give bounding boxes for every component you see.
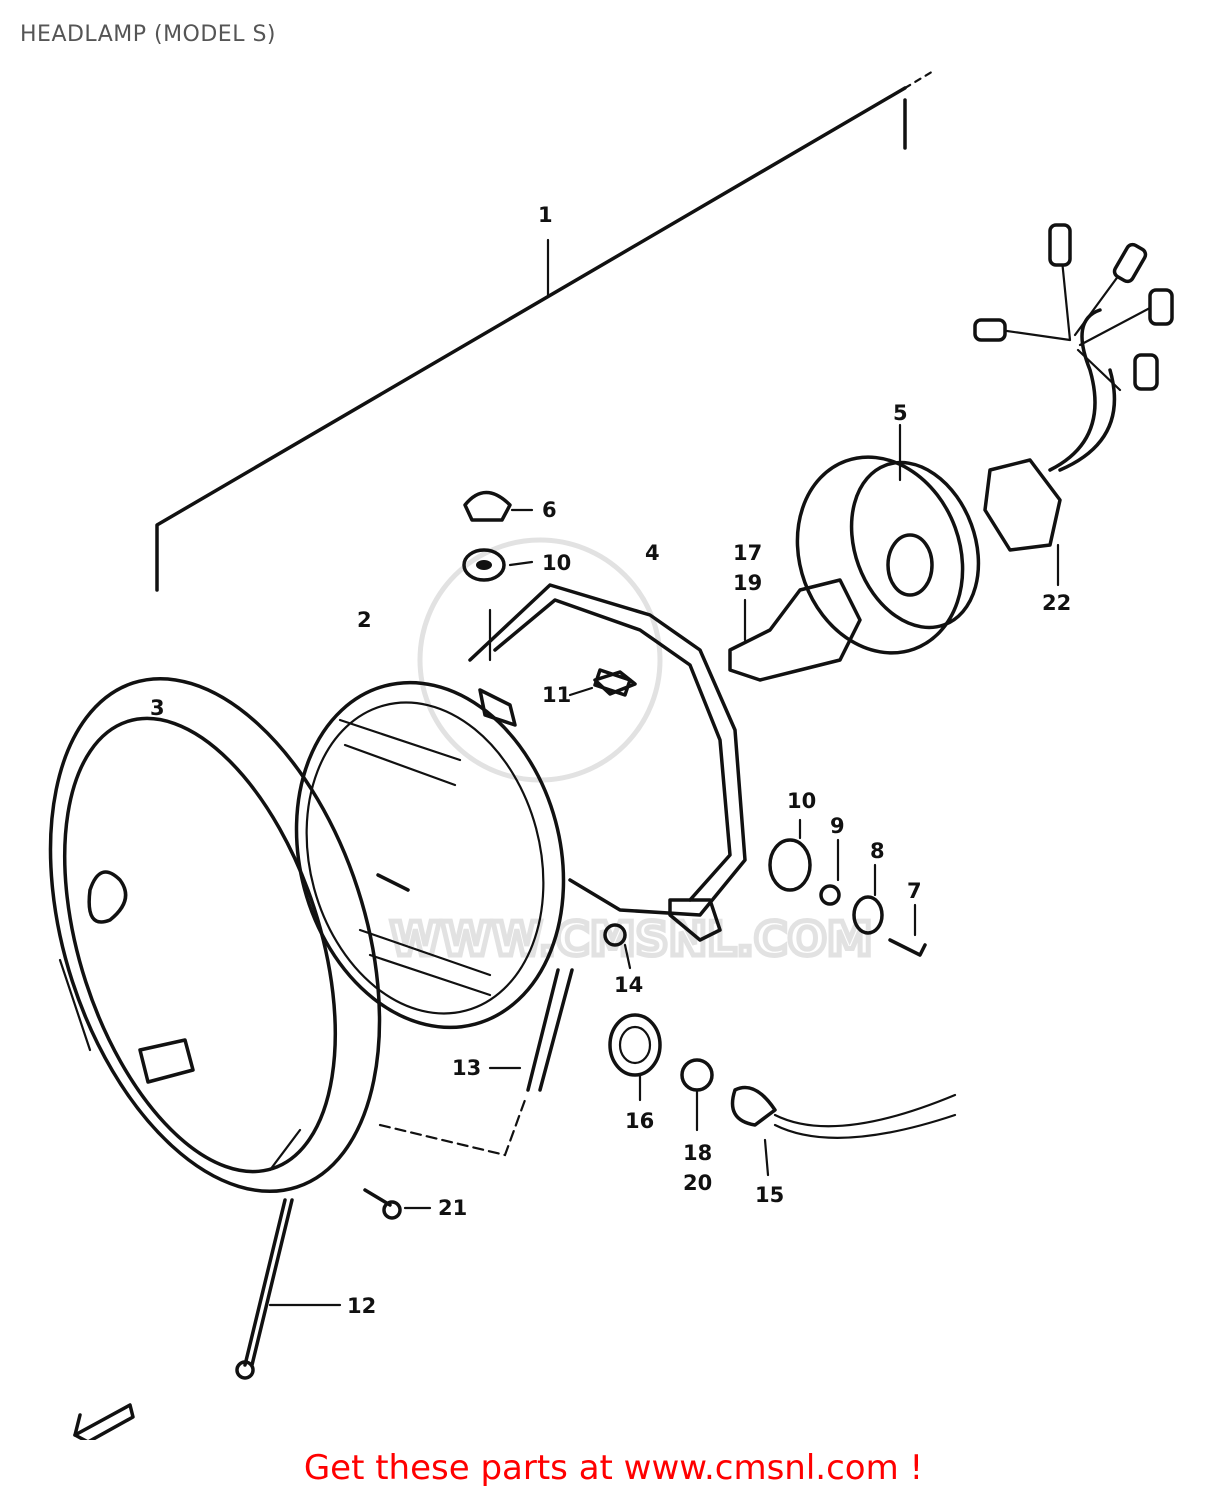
footer-promo-link[interactable]: Get these parts at www.cmsnl.com ! (303, 1448, 924, 1488)
watermark: WWW.CMSNL.COM (388, 537, 875, 969)
clip-part (568, 670, 637, 697)
screw-part (363, 1188, 432, 1220)
callout-9: 9 (830, 814, 845, 838)
callout-19: 19 (733, 571, 762, 595)
callout-22: 22 (1042, 591, 1071, 615)
callout-1: 1 (538, 203, 553, 227)
long-bolt (235, 1198, 342, 1380)
callout-13: 13 (452, 1056, 481, 1080)
callout-4: 4 (645, 541, 660, 565)
front-arrow-icon (73, 1403, 135, 1440)
callout-18: 18 (683, 1141, 712, 1165)
assembly-bracket (155, 68, 937, 592)
socket-cover (795, 423, 981, 655)
callout-10-top: 10 (542, 551, 571, 575)
watermark-text: WWW.CMSNL.COM (390, 912, 873, 966)
wiring-harness (973, 223, 1174, 587)
callout-10-lower: 10 (787, 789, 816, 813)
headlamp-lens-unit (294, 680, 566, 1030)
adjusting-spring (378, 968, 574, 1157)
callout-11: 11 (542, 683, 571, 707)
callout-3: 3 (150, 696, 165, 720)
callout-15: 15 (755, 1183, 784, 1207)
headlamp-bulb (728, 578, 862, 682)
top-grommet-parts (462, 490, 534, 582)
housing-bracket (468, 583, 747, 942)
page-title: HEADLAMP (MODEL S) (20, 22, 277, 47)
callout-7: 7 (907, 879, 922, 903)
headlamp-diagram: WWW.CMSNL.COM (48, 68, 1174, 1440)
callout-6: 6 (542, 498, 557, 522)
callout-14: 14 (614, 973, 643, 997)
headlamp-rim (48, 676, 382, 1194)
callout-20: 20 (683, 1171, 712, 1195)
callout-8: 8 (870, 839, 885, 863)
callout-16: 16 (625, 1109, 654, 1133)
callout-21: 21 (438, 1196, 467, 1220)
callout-2: 2 (357, 608, 372, 632)
callout-5: 5 (893, 401, 908, 425)
callout-17: 17 (733, 541, 762, 565)
nut-part (603, 923, 632, 970)
small-fasteners (768, 818, 927, 957)
position-lamp-parts (608, 1013, 957, 1177)
callout-12: 12 (347, 1294, 376, 1318)
